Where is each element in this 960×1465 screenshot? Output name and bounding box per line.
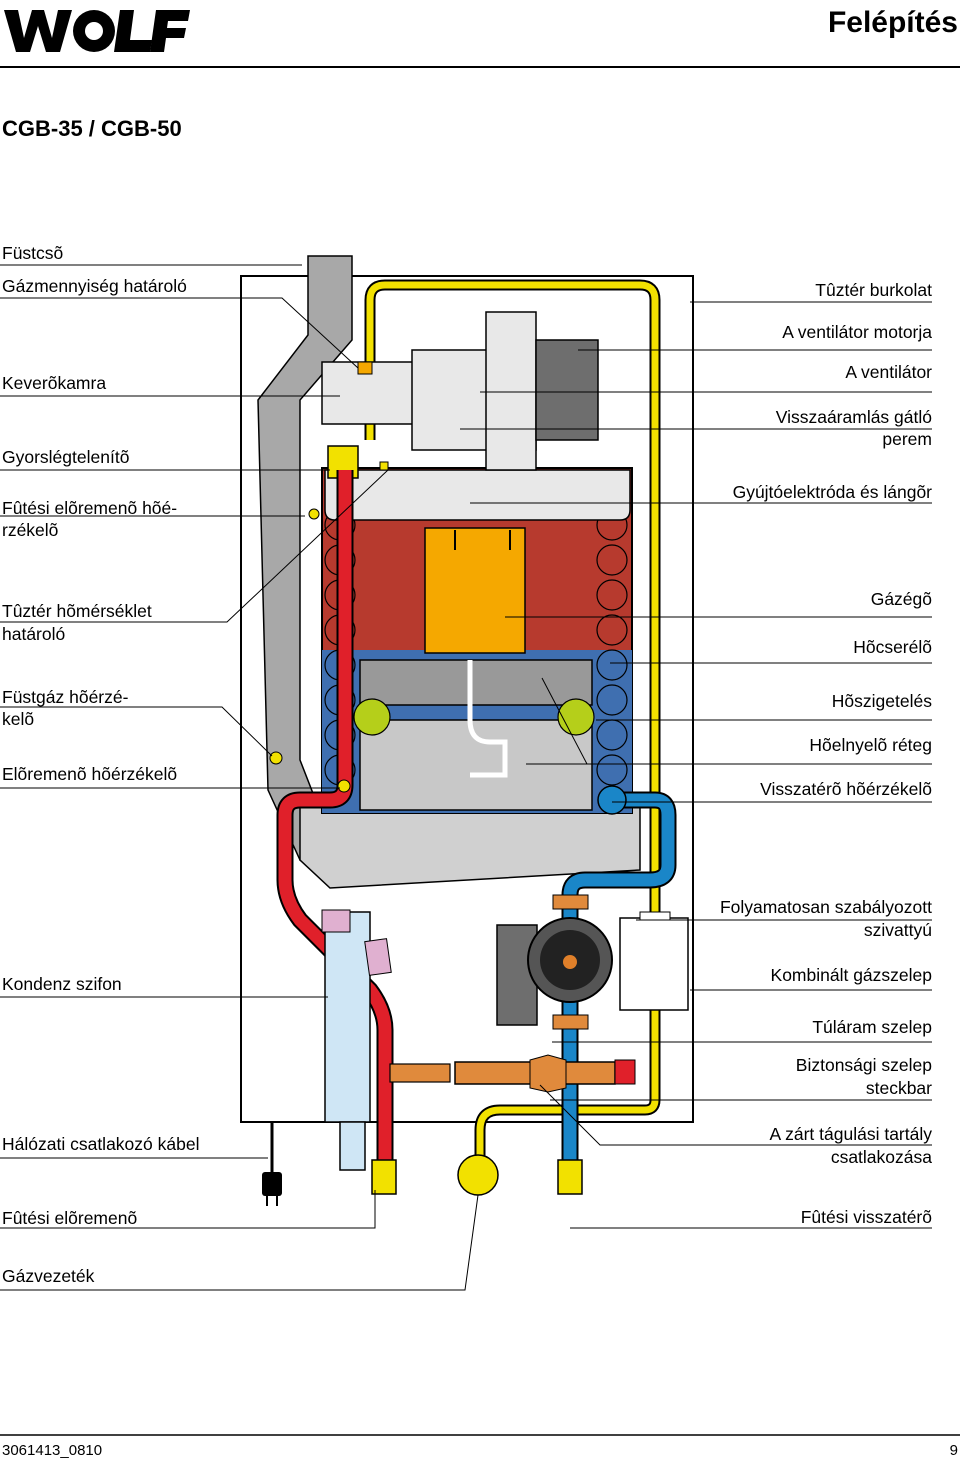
label-expansion-tank-2: csatlakozása — [830, 1147, 932, 1167]
label-overflow-valve: Túláram szelep — [812, 1017, 932, 1037]
page-number: 9 — [949, 1442, 958, 1459]
label-flow-sensor-1: Fûtési elõremenõ hõé- — [2, 498, 178, 518]
label-pump-2: szivattyú — [863, 920, 932, 940]
gas-cock — [457, 1154, 499, 1196]
label-flue-sensor-2: kelõ — [2, 709, 35, 729]
label-chamber-limiter-2: határoló — [2, 624, 66, 644]
label-flue-pipe: Füstcsõ — [2, 243, 64, 263]
document-code: 3061413_0810 — [2, 1442, 103, 1459]
label-fan-motor: A ventilátor motorja — [782, 322, 932, 342]
label-air-vent: Gyorslégtelenítõ — [2, 447, 130, 467]
label-power-cable: Hálózati csatlakozó kábel — [2, 1134, 200, 1154]
label-safety-valve-2: steckbar — [865, 1078, 932, 1098]
label-gas-burner: Gázégõ — [870, 589, 932, 609]
label-pump-1: Folyamatosan szabályozott — [719, 897, 932, 917]
label-flow-sensor-2: rzékelõ — [2, 520, 59, 540]
label-condensate-siphon: Kondenz szifon — [2, 974, 122, 994]
label-gas-valve: Kombinált gázszelep — [770, 965, 932, 985]
label-heating-flow: Fûtési elõremenõ — [2, 1208, 138, 1228]
fan-motor — [535, 339, 599, 441]
wolf-logo — [4, 10, 190, 52]
label-gas-line: Gázvezeték — [2, 1266, 95, 1286]
page-title: Felépítés — [827, 6, 958, 39]
label-expansion-tank-1: A zárt tágulási tartály — [769, 1124, 932, 1144]
label-chamber-limiter-1: Tûztér hõmérséklet — [2, 601, 152, 621]
label-flue-sensor-1: Füstgáz hõérzé- — [2, 687, 129, 707]
label-absorber-layer: Hõelnyelõ réteg — [809, 735, 932, 755]
label-return-sensor: Visszatérõ hõérzékelõ — [760, 779, 932, 799]
model-subtitle: CGB-35 / CGB-50 — [2, 116, 182, 141]
label-flow-temp-sensor: Elõremenõ hõérzékelõ — [2, 764, 178, 784]
label-chamber-cover: Tûztér burkolat — [815, 280, 932, 300]
gas-valve — [619, 917, 689, 1011]
label-insulation: Hõszigetelés — [831, 691, 932, 711]
label-backflow-flange-2: perem — [882, 429, 932, 449]
burner — [424, 527, 526, 654]
condensate-siphon — [324, 911, 371, 1123]
label-mixing-chamber: Keverõkamra — [2, 373, 107, 393]
label-heat-exchanger: Hõcserélõ — [853, 637, 932, 657]
boiler-casing — [240, 275, 694, 1123]
label-gas-restrictor: Gázmennyiség határoló — [2, 276, 187, 296]
label-backflow-flange-1: Visszaáramlás gátló — [775, 407, 932, 427]
label-ignition-electrode: Gyújtóelektróda és lángõr — [732, 482, 932, 502]
label-heating-return: Fûtési visszatérõ — [800, 1207, 932, 1227]
label-safety-valve-1: Biztonsági szelep — [795, 1055, 932, 1075]
label-fan: A ventilátor — [845, 362, 932, 382]
